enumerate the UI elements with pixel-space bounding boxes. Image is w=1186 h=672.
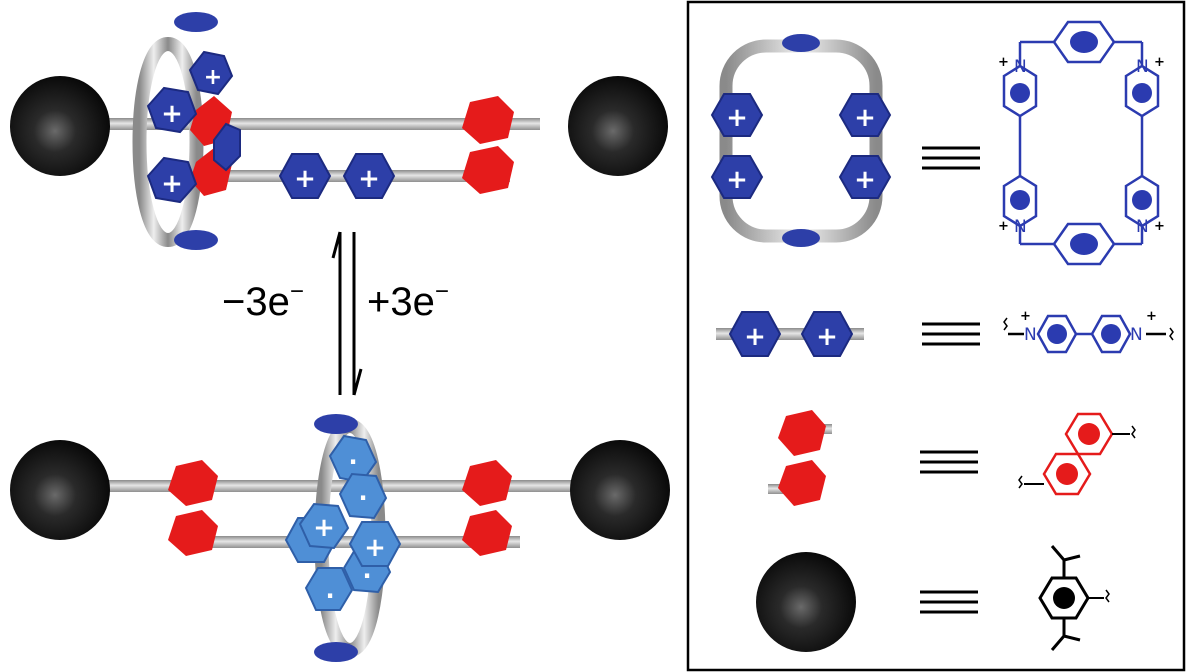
plus-sign: +	[161, 169, 183, 199]
positive-charge: +	[1020, 309, 1031, 324]
oxidation-label: −3e−	[222, 280, 304, 324]
radical-dot: ·	[348, 448, 357, 476]
equivalence-symbol	[922, 146, 980, 170]
equivalence-symbol	[920, 590, 978, 614]
plus-sign: +	[816, 322, 838, 352]
plus-sign: +	[726, 103, 748, 133]
nitrogen-label: N	[1130, 325, 1143, 345]
plus-sign: +	[313, 513, 335, 543]
radical-dot: ·	[358, 484, 367, 512]
electron-superscript: −	[434, 278, 449, 305]
oxidation-text: −3e	[222, 280, 290, 324]
naphthalene-unit-right	[462, 460, 512, 556]
legend-naphthalene-icon	[768, 410, 832, 506]
nitrogen-label: N	[1014, 57, 1027, 77]
rotaxane-oxidized: + + + + +	[10, 12, 668, 250]
nitrogen-label: N	[1136, 57, 1149, 77]
stopper-right	[570, 440, 670, 540]
equivalence-symbol	[922, 322, 980, 346]
axle-rod	[60, 480, 610, 492]
radical-hexagons	[284, 434, 402, 611]
radical-dot: ·	[362, 562, 371, 590]
axle-viologen-station	[278, 153, 396, 199]
aromatic-circles	[1010, 31, 1152, 255]
stopper-structure	[1038, 545, 1110, 651]
plus-sign: +	[744, 322, 766, 352]
ring-viologen-hexagons	[146, 50, 241, 204]
equivalence-symbol	[920, 450, 978, 474]
equilibrium-arrows	[331, 231, 363, 396]
stopper-left	[10, 76, 110, 176]
cyclophane-structure	[1002, 20, 1160, 266]
legend-panel: + + + +	[686, 0, 1186, 672]
stopper-left	[10, 440, 110, 540]
plus-sign: +	[161, 99, 183, 129]
rotaxane-reduced: + + · · · ·	[10, 414, 670, 662]
plus-sign: +	[204, 65, 222, 90]
plus-sign: +	[854, 103, 876, 133]
positive-charge: +	[998, 55, 1009, 70]
nitrogen-label: N	[1136, 217, 1149, 237]
plus-sign: +	[364, 533, 386, 563]
stopper-right	[568, 76, 668, 176]
legend-cyclophane-icon	[710, 34, 892, 247]
plus-sign: +	[294, 164, 316, 194]
radical-dot: ·	[325, 582, 334, 610]
naphthalene-unit-left	[168, 460, 218, 556]
plus-sign: +	[726, 165, 748, 195]
reduction-text: +3e	[367, 280, 435, 324]
reduction-label: +3e−	[367, 280, 449, 324]
legend-stopper-icon	[756, 552, 856, 652]
positive-charge: +	[1154, 219, 1165, 234]
plus-sign: +	[358, 164, 380, 194]
positive-charge: +	[998, 219, 1009, 234]
naphthalene-unit-right	[462, 96, 514, 194]
positive-charge: +	[1154, 55, 1165, 70]
electron-superscript: −	[289, 278, 304, 305]
positive-charge: +	[1146, 309, 1157, 324]
cyclophane-ring-oxidized	[132, 12, 218, 250]
legend-viologen-icon	[716, 311, 864, 357]
nitrogen-label: N	[1024, 325, 1037, 345]
viologen-structure	[1003, 314, 1174, 354]
plus-sign: +	[854, 165, 876, 195]
nitrogen-label: N	[1014, 217, 1027, 237]
